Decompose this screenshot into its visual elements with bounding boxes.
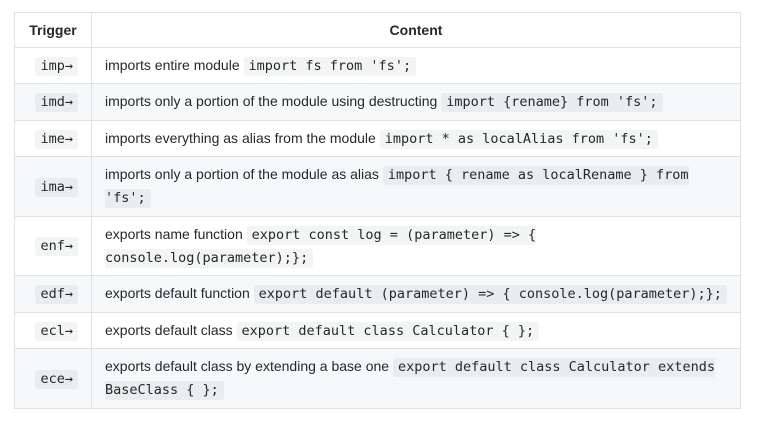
content-cell: exports default function export default … bbox=[91, 275, 741, 313]
content-code: export default class Calculator { }; bbox=[236, 321, 540, 341]
column-header-trigger: Trigger bbox=[14, 11, 92, 49]
trigger-code: ime→ bbox=[35, 129, 78, 149]
content-description: exports default function bbox=[105, 285, 250, 302]
trigger-code: imd→ bbox=[35, 93, 78, 113]
table-header: Trigger Content bbox=[14, 11, 741, 49]
table-row: ecl→ exports default class export defaul… bbox=[14, 311, 741, 350]
trigger-code: ece→ bbox=[35, 369, 78, 389]
content-description: imports only a portion of the module usi… bbox=[105, 93, 438, 110]
trigger-code: ima→ bbox=[35, 177, 78, 197]
content-code: import {rename} from 'fs'; bbox=[441, 93, 663, 113]
table-row: ima→ imports only a portion of the modul… bbox=[14, 156, 741, 217]
content-description: exports name function bbox=[105, 225, 243, 242]
content-description: imports entire module bbox=[105, 57, 240, 74]
trigger-cell: ime→ bbox=[14, 119, 92, 158]
trigger-code: enf→ bbox=[35, 237, 78, 257]
table-row: ime→ imports everything as alias from th… bbox=[14, 119, 741, 158]
trigger-cell: imp→ bbox=[14, 47, 92, 85]
trigger-cell: imd→ bbox=[14, 83, 92, 121]
trigger-cell: enf→ bbox=[14, 215, 92, 277]
trigger-code: edf→ bbox=[35, 285, 78, 305]
content-cell: exports default class by extending a bas… bbox=[91, 348, 741, 409]
content-description: exports default class by extending a bas… bbox=[105, 358, 390, 375]
content-cell: exports name function export const log =… bbox=[91, 215, 741, 277]
table-row: imp→ imports entire module import fs fro… bbox=[14, 47, 741, 85]
trigger-cell: ima→ bbox=[14, 156, 92, 217]
snippets-table: Trigger Content imp→ imports entire modu… bbox=[14, 11, 741, 409]
table-row: enf→ exports name function export const … bbox=[14, 215, 741, 277]
content-cell: imports entire module import fs from 'fs… bbox=[91, 47, 741, 85]
table-row: imd→ imports only a portion of the modul… bbox=[14, 83, 741, 121]
content-cell: imports only a portion of the module usi… bbox=[91, 83, 741, 121]
content-cell: imports only a portion of the module as … bbox=[91, 156, 741, 217]
content-description: imports everything as alias from the mod… bbox=[105, 129, 376, 146]
trigger-cell: ecl→ bbox=[14, 311, 92, 350]
column-header-content: Content bbox=[91, 11, 741, 49]
content-cell: imports everything as alias from the mod… bbox=[91, 119, 741, 158]
table-row: edf→ exports default function export def… bbox=[14, 275, 741, 313]
content-description: imports only a portion of the module as … bbox=[105, 166, 379, 183]
table-row: ece→ exports default class by extending … bbox=[14, 348, 741, 409]
content-code: export default (parameter) => { console.… bbox=[253, 285, 727, 305]
trigger-code: imp→ bbox=[35, 57, 78, 77]
content-cell: exports default class export default cla… bbox=[91, 311, 741, 350]
trigger-cell: ece→ bbox=[14, 348, 92, 409]
table-body: imp→ imports entire module import fs fro… bbox=[14, 47, 741, 409]
content-code: import * as localAlias from 'fs'; bbox=[379, 129, 658, 149]
trigger-cell: edf→ bbox=[14, 275, 92, 313]
content-description: exports default class bbox=[105, 321, 233, 338]
trigger-code: ecl→ bbox=[35, 321, 78, 341]
content-code: import fs from 'fs'; bbox=[243, 57, 417, 77]
header-row: Trigger Content bbox=[14, 11, 741, 49]
